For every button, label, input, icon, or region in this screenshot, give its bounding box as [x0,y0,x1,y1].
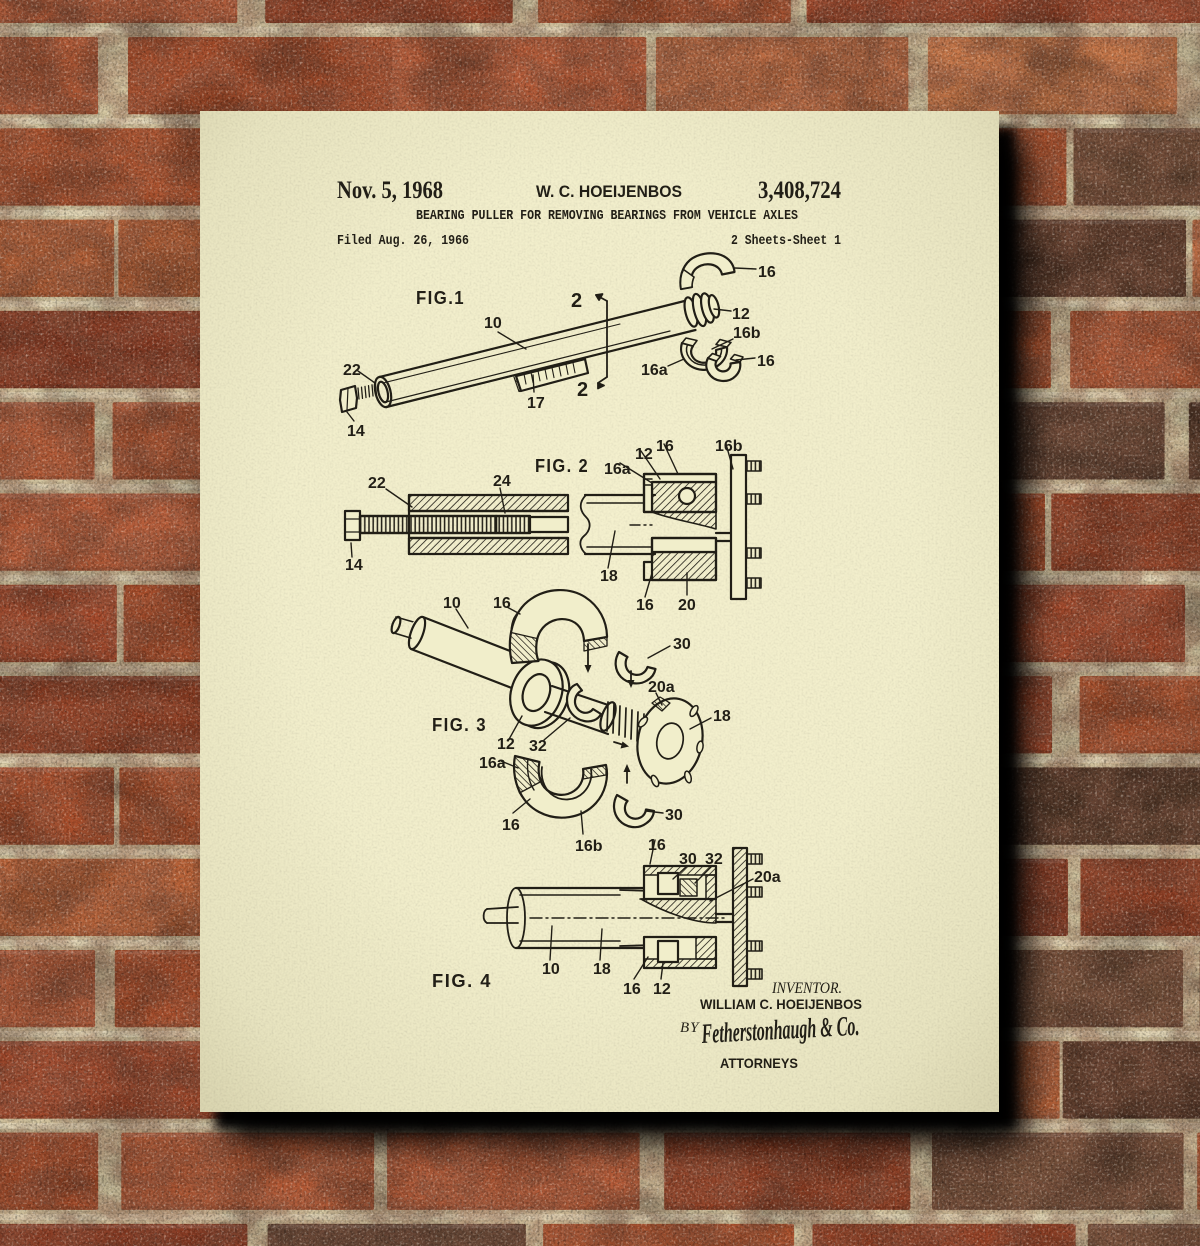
svg-text:18: 18 [600,568,618,585]
svg-text:20a: 20a [754,869,781,886]
svg-text:10: 10 [443,595,461,612]
svg-text:2 Sheets-Sheet 1: 2 Sheets-Sheet 1 [731,234,841,249]
svg-text:FIG. 4: FIG. 4 [432,971,492,991]
svg-text:16: 16 [502,817,520,834]
svg-text:2: 2 [571,290,582,312]
svg-text:18: 18 [593,961,611,978]
svg-text:16: 16 [636,597,654,614]
svg-text:12: 12 [653,981,671,998]
svg-text:16: 16 [757,353,775,370]
svg-text:30: 30 [665,807,683,824]
svg-text:10: 10 [484,315,502,332]
svg-text:ATTORNEYS: ATTORNEYS [720,1055,798,1071]
svg-text:16: 16 [623,981,641,998]
svg-text:FIG. 2: FIG. 2 [535,456,589,476]
svg-text:INVENTOR.: INVENTOR. [771,980,842,997]
svg-text:WILLIAM C. HOEIJENBOS: WILLIAM C. HOEIJENBOS [700,996,862,1012]
svg-text:30: 30 [673,636,691,653]
svg-text:BY: BY [680,1020,700,1036]
svg-text:Filed Aug. 26, 1966: Filed Aug. 26, 1966 [337,234,469,249]
svg-text:FIG.1: FIG.1 [416,288,465,308]
svg-text:3,408,724: 3,408,724 [758,177,841,204]
svg-text:22: 22 [368,475,386,492]
svg-text:16: 16 [648,837,666,854]
svg-text:22: 22 [343,362,361,379]
svg-text:14: 14 [345,557,363,574]
svg-text:12: 12 [497,736,515,753]
svg-text:Nov. 5, 1968: Nov. 5, 1968 [337,177,443,204]
svg-text:18: 18 [713,708,731,725]
svg-text:32: 32 [529,738,547,755]
svg-text:W. C. HOEIJENBOS: W. C. HOEIJENBOS [536,183,682,201]
svg-text:16b: 16b [575,838,603,855]
svg-text:BEARING PULLER FOR REMOVING BE: BEARING PULLER FOR REMOVING BEARINGS FRO… [416,209,798,224]
svg-text:12: 12 [635,446,653,463]
svg-text:16: 16 [493,595,511,612]
svg-text:24: 24 [493,473,511,490]
svg-text:32: 32 [705,851,723,868]
svg-text:16: 16 [758,264,776,281]
svg-text:2: 2 [577,379,588,401]
svg-text:10: 10 [542,961,560,978]
svg-text:FIG. 3: FIG. 3 [432,715,487,735]
svg-text:14: 14 [347,423,365,440]
svg-text:16: 16 [656,438,674,455]
svg-text:20: 20 [678,597,696,614]
svg-text:20a: 20a [648,679,675,696]
svg-text:17: 17 [527,395,545,412]
svg-text:16a: 16a [641,362,668,379]
svg-text:30: 30 [679,851,697,868]
svg-text:12: 12 [732,306,750,323]
svg-text:16b: 16b [715,438,743,455]
svg-text:16a: 16a [604,461,631,478]
svg-text:16b: 16b [733,325,761,342]
svg-text:16a: 16a [479,755,506,772]
